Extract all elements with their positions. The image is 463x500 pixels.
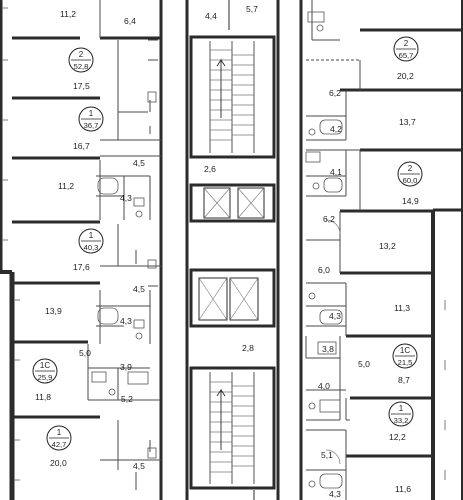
room-area-label: 17,6 (73, 262, 90, 272)
room-area-label: 4,2 (330, 124, 342, 134)
apartment-rooms: 1 (399, 404, 404, 413)
room-area-label: 17,5 (73, 81, 90, 91)
room-area-label: 20,0 (50, 458, 67, 468)
room-area-label: 20,2 (397, 71, 414, 81)
room-area-label: 6,4 (124, 16, 136, 26)
right-bathrooms (305, 11, 343, 489)
right-wing (299, 0, 463, 500)
room-area-label: 2,8 (242, 343, 254, 353)
apartment-marker: 1 33,2 (388, 401, 414, 427)
room-area-label: 13,7 (399, 117, 416, 127)
room-area-label: 5,2 (121, 394, 133, 404)
room-area-label: 5,0 (79, 348, 91, 358)
apartment-total-area: 42,7 (52, 440, 67, 449)
room-area-label: 3,9 (120, 362, 132, 372)
apartment-rooms: 1C (40, 361, 50, 370)
room-area-label: 4,3 (329, 311, 341, 321)
room-area-label: 4,0 (318, 381, 330, 391)
central-core (185, 0, 280, 500)
apartment-rooms: 2 (404, 39, 409, 48)
apartment-marker: 2 52,8 (68, 47, 94, 73)
apartment-marker: 1C 21,5 (392, 343, 418, 369)
apartment-rooms: 2 (408, 164, 413, 173)
room-area-label: 6,2 (323, 214, 335, 224)
room-area-label: 4,5 (133, 461, 145, 471)
room-area-label: 11,2 (60, 9, 76, 19)
room-area-label: 4,1 (330, 167, 342, 177)
apartment-marker: 1 40,3 (78, 228, 104, 254)
room-area-label: 6,2 (329, 88, 341, 98)
room-area-label: 11,2 (58, 181, 74, 191)
apartment-total-area: 65,7 (399, 51, 414, 60)
room-area-label: 2,6 (204, 164, 216, 174)
room-area-label: 5,0 (358, 359, 370, 369)
apartment-total-area: 60,0 (403, 176, 418, 185)
room-area-labels: 11,2 6,4 17,5 16,7 4,5 11,2 4,3 17,6 4,5… (35, 4, 419, 499)
room-area-label: 6,0 (318, 265, 330, 275)
room-area-label: 4,4 (205, 11, 217, 21)
apartment-rooms: 1C (400, 346, 410, 355)
room-area-label: 11,3 (394, 303, 410, 313)
apartment-total-area: 52,8 (74, 62, 89, 71)
room-area-label: 4,3 (120, 193, 132, 203)
room-area-label: 4,5 (133, 158, 145, 168)
room-area-label: 16,7 (73, 141, 90, 151)
room-area-label: 3,8 (322, 344, 334, 354)
apartment-marker: 1C 25,9 (32, 358, 58, 384)
apartment-total-area: 25,9 (38, 373, 53, 382)
room-area-label: 8,7 (398, 375, 410, 385)
apartment-total-area: 21,5 (398, 358, 413, 367)
room-area-label: 11,6 (395, 484, 411, 494)
apartment-rooms: 2 (79, 50, 84, 59)
apartment-rooms: 1 (89, 231, 94, 240)
room-area-label: 13,2 (379, 241, 396, 251)
apartment-marker: 2 60,0 (397, 161, 423, 187)
apartment-rooms: 1 (89, 109, 94, 118)
room-area-label: 5,7 (246, 4, 258, 14)
room-area-label: 4,5 (133, 284, 145, 294)
room-area-label: 5,1 (321, 450, 333, 460)
apartment-marker: 1 36,7 (78, 106, 104, 132)
room-area-label: 13,9 (45, 306, 62, 316)
apartment-marker: 2 65,7 (393, 36, 419, 62)
room-area-label: 12,2 (389, 432, 406, 442)
apartment-marker: 1 42,7 (46, 425, 72, 451)
room-area-label: 4,3 (120, 316, 132, 326)
left-bathrooms (91, 91, 157, 459)
room-area-label: 11,8 (35, 392, 51, 402)
apartment-total-area: 36,7 (84, 121, 99, 130)
left-wing (0, 0, 163, 500)
room-area-label: 4,3 (329, 489, 341, 499)
apartment-total-area: 33,2 (394, 416, 409, 425)
apartment-rooms: 1 (57, 428, 62, 437)
apartment-total-area: 40,3 (84, 243, 99, 252)
room-area-label: 14,9 (402, 196, 419, 206)
